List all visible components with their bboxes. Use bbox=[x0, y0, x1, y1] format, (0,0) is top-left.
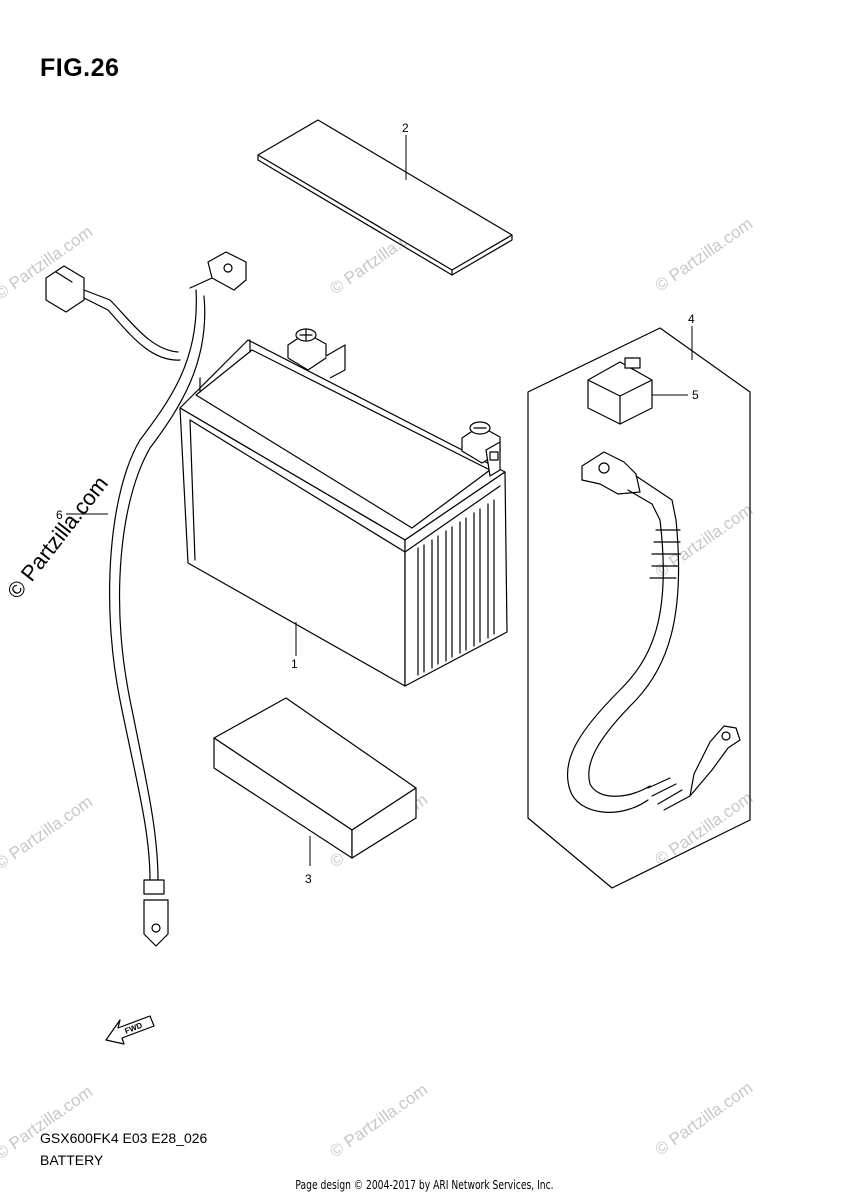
watermark: © Partzilla.com bbox=[651, 1078, 756, 1159]
watermark: © Partzilla.com bbox=[326, 1080, 431, 1161]
callout-6[interactable]: 6 bbox=[56, 508, 63, 522]
figure-title: FIG.26 bbox=[40, 54, 120, 82]
callout-3[interactable]: 3 bbox=[305, 872, 312, 886]
part-1-battery[interactable] bbox=[179, 328, 508, 687]
part-6-harness[interactable] bbox=[45, 251, 247, 947]
callout-4[interactable]: 4 bbox=[688, 312, 695, 326]
part-3-pad[interactable] bbox=[213, 697, 417, 859]
diagram-name: BATTERY bbox=[40, 1152, 104, 1168]
copyright-notice: Page design © 2004-2017 by ARI Network S… bbox=[295, 1178, 554, 1192]
part-2-pad[interactable] bbox=[257, 119, 513, 276]
part-4-cable[interactable] bbox=[566, 451, 741, 813]
part-4-frame bbox=[527, 327, 751, 889]
watermark: © Partzilla.com bbox=[651, 214, 756, 295]
model-code: GSX600FK4 E03 E28_026 bbox=[40, 1130, 208, 1146]
callout-2[interactable]: 2 bbox=[402, 121, 409, 135]
fwd-arrow: FWD bbox=[105, 1015, 155, 1045]
watermark: © Partzilla.com bbox=[0, 792, 96, 873]
callout-1[interactable]: 1 bbox=[291, 657, 298, 671]
watermark: © Partzilla.com bbox=[651, 500, 756, 581]
callout-5[interactable]: 5 bbox=[692, 388, 699, 402]
watermark-layer: © Partzilla.com © Partzilla.com © Partzi… bbox=[0, 214, 756, 1163]
part-5-cover[interactable] bbox=[587, 357, 653, 425]
watermark: © Partzilla.com bbox=[651, 788, 756, 869]
